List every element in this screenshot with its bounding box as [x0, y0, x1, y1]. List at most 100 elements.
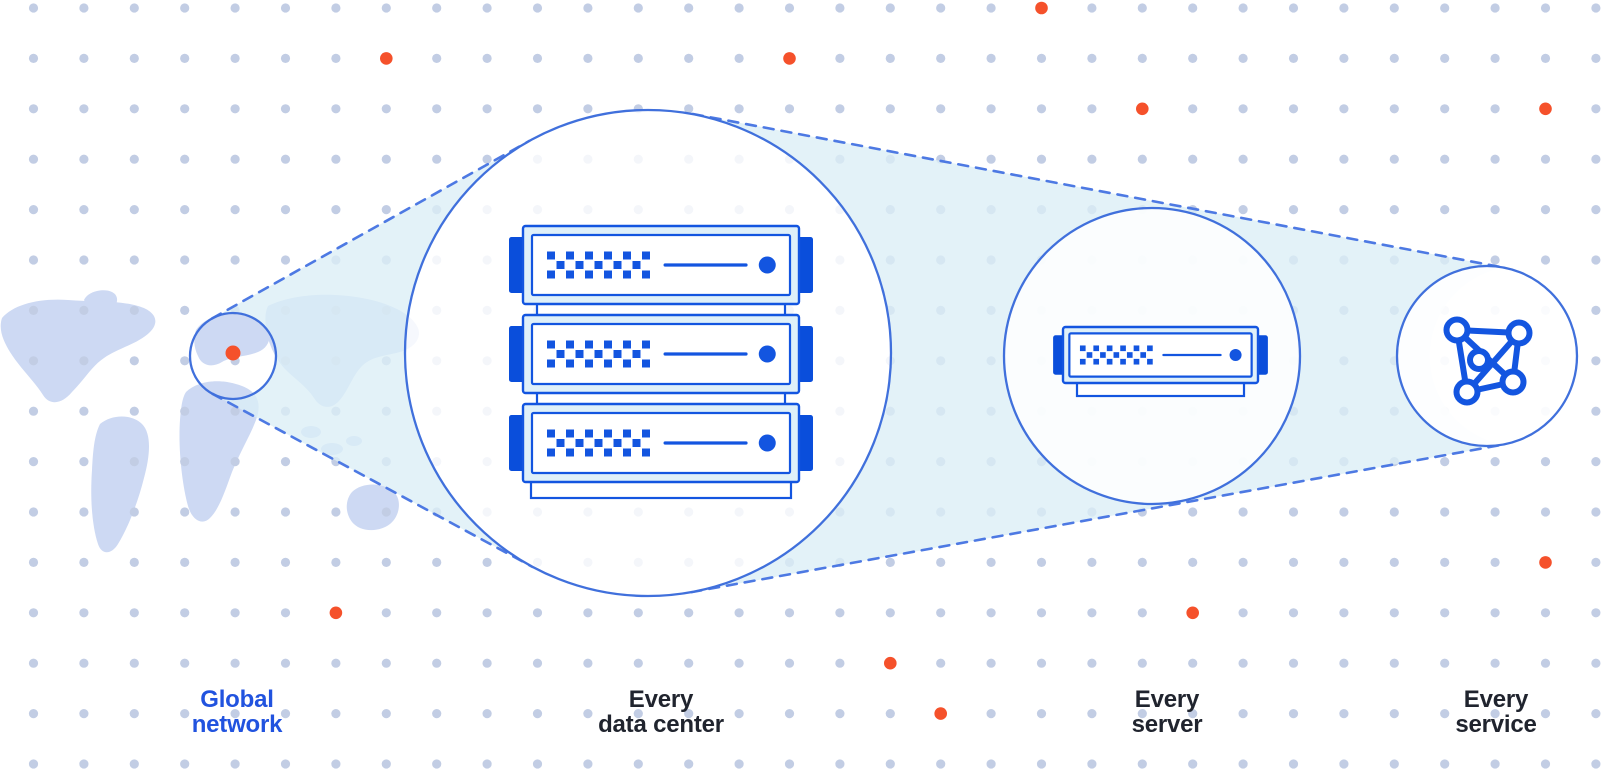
grid-dot — [633, 709, 643, 719]
vent-dot — [623, 429, 631, 438]
grid-dot — [1288, 557, 1299, 568]
vent-dot — [1100, 352, 1106, 358]
grid-dot — [482, 709, 492, 719]
grid-dot — [684, 608, 694, 618]
grid-dot — [1540, 205, 1551, 215]
grid-dot — [1591, 356, 1601, 366]
grid-dot — [1188, 557, 1198, 568]
vent-dot — [1093, 345, 1100, 352]
grid-dot — [1490, 53, 1500, 64]
grid-dot — [835, 3, 845, 13]
grid-dot — [1087, 759, 1097, 769]
grid-dot — [180, 557, 190, 568]
landmass-south-america — [91, 416, 149, 553]
grid-dot — [1440, 709, 1450, 719]
grid-dot — [532, 53, 543, 64]
vent-dot — [566, 429, 574, 438]
grid-dot — [79, 3, 89, 13]
vent-dot — [604, 270, 612, 279]
grid-dot — [1339, 608, 1349, 618]
grid-dot — [381, 104, 391, 114]
grid-dot — [79, 406, 89, 416]
grid-dot — [230, 608, 240, 618]
vent-dot — [566, 340, 574, 349]
grid-dot — [129, 709, 139, 719]
vent-dot — [547, 359, 555, 368]
grid-dot — [1440, 557, 1450, 568]
grid-dot — [583, 608, 593, 618]
grid-dot — [1440, 658, 1450, 668]
grid-dot — [734, 709, 744, 719]
grid-dot — [129, 305, 139, 315]
server-faceplate — [530, 233, 792, 297]
grid-dot — [432, 759, 442, 769]
grid-dot — [1238, 154, 1248, 164]
grid-dot — [79, 608, 89, 618]
dashed-edge-top-right — [691, 112, 1505, 269]
server-faceplate — [1068, 332, 1253, 378]
vent-dot — [594, 261, 603, 269]
grid-dot — [280, 608, 291, 618]
vent-dot — [604, 429, 612, 438]
grid-dot — [1238, 53, 1248, 64]
grid-dot — [1591, 205, 1601, 215]
grid-dot — [381, 709, 391, 719]
grid-dot — [1339, 658, 1349, 668]
grid-dot — [885, 104, 895, 114]
grid-dot — [1288, 205, 1299, 215]
grid-dot — [381, 154, 391, 164]
grid-dot — [1591, 255, 1601, 265]
grid-dot — [1288, 154, 1299, 164]
server-icon — [1053, 325, 1268, 398]
grid-dot — [1540, 507, 1551, 517]
grid-dot — [28, 255, 39, 265]
grid-dot — [1490, 759, 1500, 769]
grid-dot — [28, 53, 39, 64]
accent-dot — [329, 606, 343, 620]
grid-dot — [129, 53, 139, 64]
grid-dot — [633, 608, 643, 618]
grid-dot — [1540, 709, 1551, 719]
vent-dot — [594, 439, 603, 447]
grid-dot — [986, 658, 996, 668]
vent-dot — [1086, 352, 1093, 358]
grid-dot — [532, 608, 543, 618]
grid-dot — [936, 759, 946, 769]
grid-dot — [280, 53, 291, 64]
caption-line: Every — [628, 686, 694, 713]
vent-dot — [566, 448, 574, 457]
grid-dot — [1440, 457, 1450, 467]
grid-dot — [381, 3, 391, 13]
grid-dot — [280, 507, 291, 517]
grid-dot — [885, 759, 895, 769]
grid-dot — [1591, 759, 1601, 769]
grid-dot — [1389, 104, 1399, 114]
grid-dot — [1540, 3, 1551, 13]
accent-dot — [1136, 102, 1149, 116]
grid-dot — [1490, 709, 1500, 719]
grid-dot — [129, 3, 139, 13]
vent-dot — [604, 340, 612, 349]
grid-dot — [1440, 53, 1450, 64]
vent-dot — [1120, 358, 1126, 365]
landmass-north-america — [0, 299, 156, 403]
grid-dot — [28, 3, 39, 13]
grid-dot — [280, 709, 291, 719]
grid-dot — [79, 759, 89, 769]
grid-dot — [784, 709, 795, 719]
caption-line: data center — [598, 711, 724, 738]
grid-dot — [1339, 507, 1349, 517]
grid-dot — [381, 608, 391, 618]
grid-dot — [885, 53, 895, 64]
grid-dot — [1339, 205, 1349, 215]
grid-dot — [1188, 759, 1198, 769]
grid-dot — [482, 658, 492, 668]
grid-dot — [28, 658, 39, 668]
vent-dot — [623, 448, 631, 457]
grid-dot — [432, 557, 442, 568]
grid-dot — [1137, 759, 1147, 769]
grid-dot — [1238, 205, 1248, 215]
grid-dot — [180, 205, 190, 215]
grid-dot — [28, 406, 39, 416]
vent-dot — [1079, 345, 1086, 352]
